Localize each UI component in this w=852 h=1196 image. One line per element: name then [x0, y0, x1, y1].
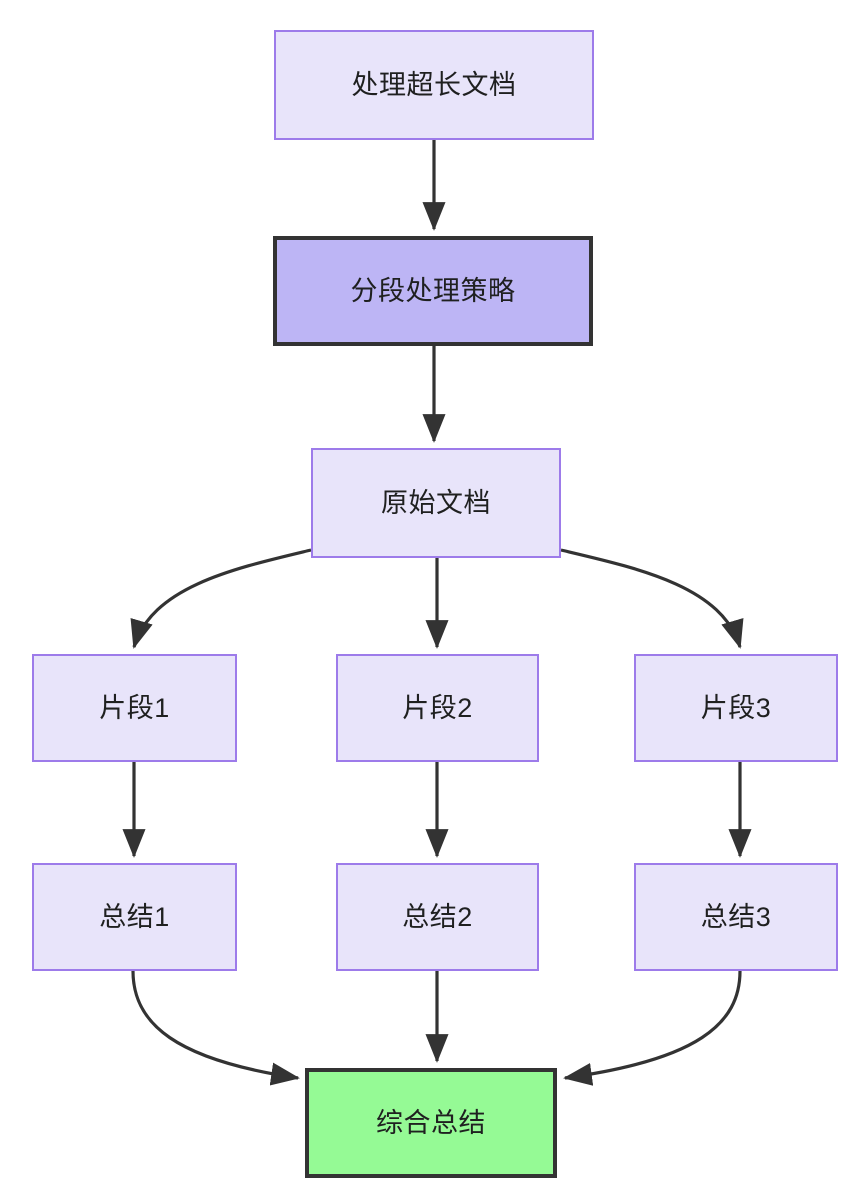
node-label-combined-summary: 综合总结	[376, 1107, 486, 1138]
node-long-document[interactable]: 处理超长文档	[274, 30, 594, 140]
edge-source-document-to-fragment-3	[560, 548, 744, 649]
node-label-fragment-1: 片段1	[99, 692, 170, 723]
node-label-summary-1: 总结1	[99, 901, 170, 932]
node-fragment-2[interactable]: 片段2	[336, 654, 539, 762]
node-label-fragment-3: 片段3	[700, 692, 772, 723]
edge-source-document-to-fragment-1	[130, 548, 312, 649]
edge-summary-1-to-combined-summary	[131, 970, 300, 1086]
node-label-source-document: 原始文档	[381, 487, 491, 518]
node-label-long-document: 处理超长文档	[351, 69, 517, 100]
node-label-summary-2: 总结2	[402, 901, 473, 932]
node-fragment-1[interactable]: 片段1	[32, 654, 237, 762]
node-label-fragment-2: 片段2	[402, 692, 473, 723]
node-combined-summary[interactable]: 综合总结	[305, 1068, 557, 1178]
node-label-chunk-strategy: 分段处理策略	[350, 275, 516, 306]
node-summary-2[interactable]: 总结2	[336, 863, 539, 971]
node-source-document[interactable]: 原始文档	[311, 448, 561, 558]
node-summary-1[interactable]: 总结1	[32, 863, 237, 971]
edge-summary-3-to-combined-summary	[563, 970, 742, 1086]
node-chunk-strategy[interactable]: 分段处理策略	[273, 236, 593, 346]
node-summary-3[interactable]: 总结3	[634, 863, 838, 971]
node-label-summary-3: 总结3	[700, 901, 772, 932]
node-fragment-3[interactable]: 片段3	[634, 654, 838, 762]
